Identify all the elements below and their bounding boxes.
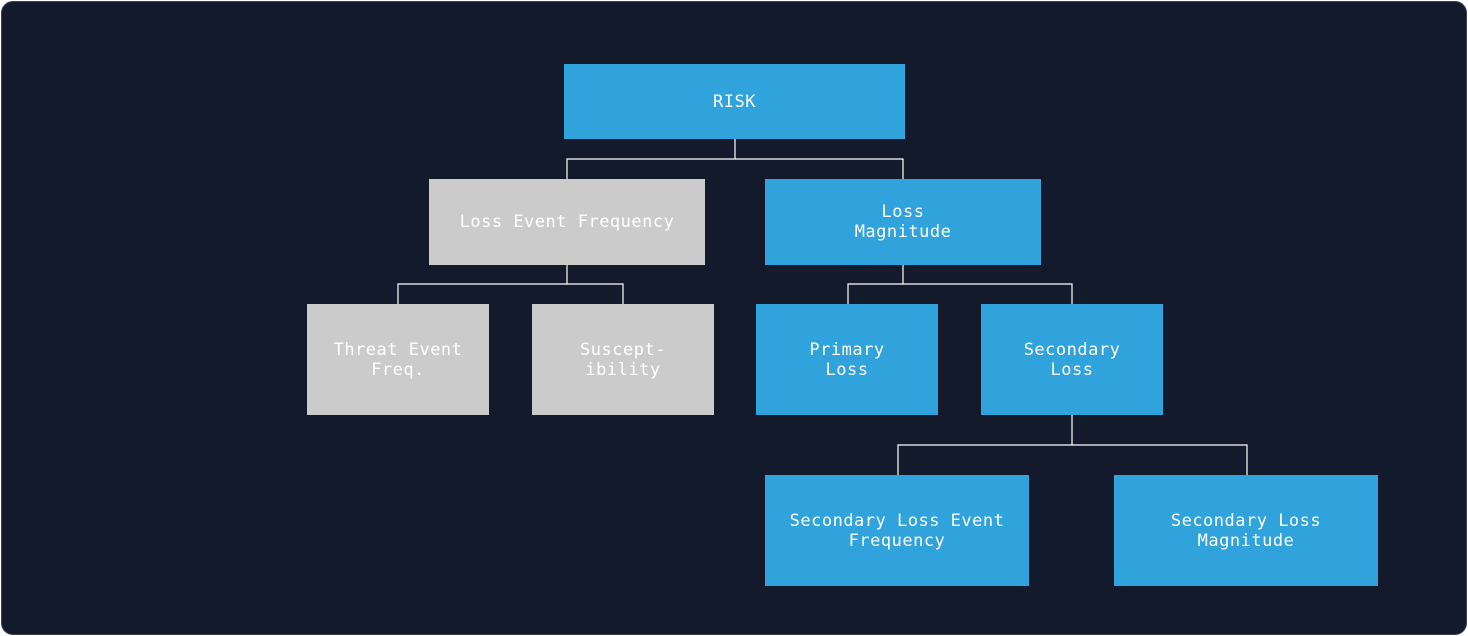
node-secondary-loss-label: Secondary Loss (1023, 339, 1121, 380)
node-loss-magnitude: Loss Magnitude (765, 179, 1041, 265)
node-secondary-loss-magnitude-label: Secondary Loss Magnitude (1170, 510, 1322, 551)
connector-secondary-loss (897, 415, 1248, 475)
connector-risk (566, 139, 904, 179)
node-primary-loss-label: Primary Loss (809, 339, 885, 380)
node-threat-event-freq: Threat Event Freq. (307, 304, 489, 415)
node-secondary-loss: Secondary Loss (981, 304, 1163, 415)
node-loss-event-frequency-label: Loss Event Frequency (459, 212, 675, 232)
node-primary-loss: Primary Loss (756, 304, 938, 415)
node-secondary-loss-event-frequency: Secondary Loss Event Frequency (765, 475, 1029, 586)
node-susceptibility: Suscept- ibility (532, 304, 714, 415)
node-risk: RISK (564, 64, 905, 139)
node-loss-magnitude-label: Loss Magnitude (854, 202, 952, 242)
node-secondary-loss-magnitude: Secondary Loss Magnitude (1114, 475, 1378, 586)
node-susceptibility-label: Suscept- ibility (580, 339, 666, 380)
node-risk-label: RISK (713, 91, 756, 112)
node-secondary-loss-event-frequency-label: Secondary Loss Event Frequency (789, 510, 1005, 551)
connector-loss-magnitude (847, 265, 1073, 304)
connector-loss-event-frequency (397, 265, 624, 304)
node-threat-event-freq-label: Threat Event Freq. (333, 339, 463, 380)
node-loss-event-frequency: Loss Event Frequency (429, 179, 705, 265)
